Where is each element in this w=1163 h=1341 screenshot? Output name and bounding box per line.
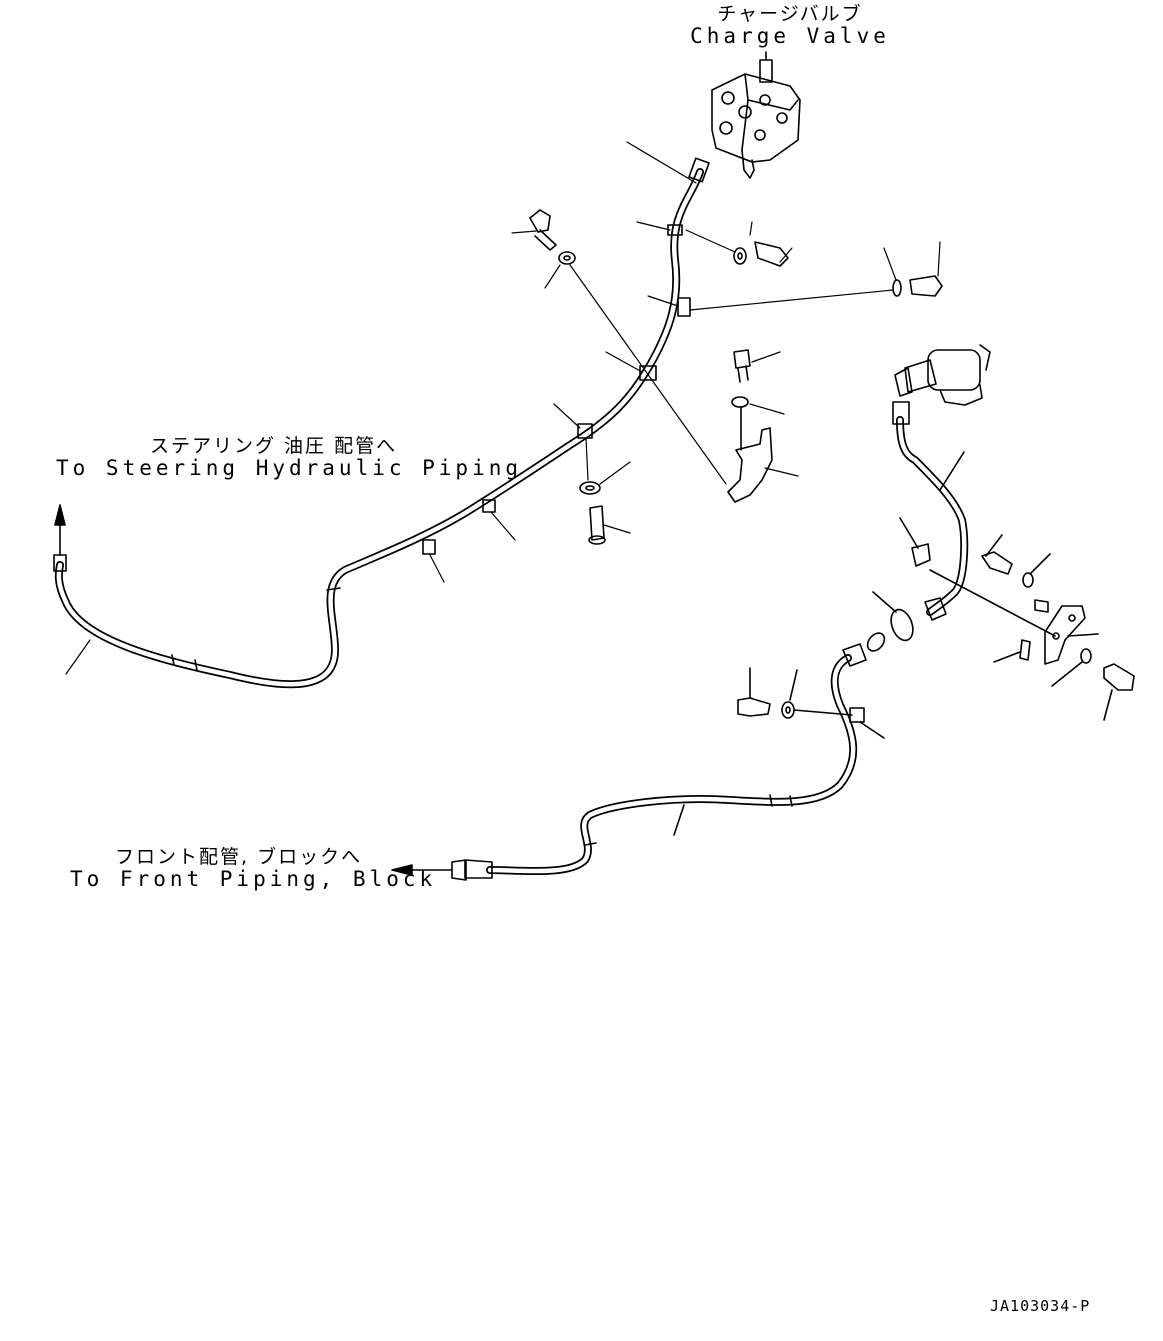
charge-valve-drawing [711,51,801,179]
front-label-en: To Front Piping, Block [70,867,437,891]
hose-clamps [422,224,691,555]
front-label-jp: フロント配管, ブロックへ [115,846,363,868]
front-arrow [391,864,453,876]
steering-label-en: To Steering Hydraulic Piping [56,456,523,480]
leader-lines [65,141,941,675]
charge-valve-label-jp: チャージバルブ [717,3,863,25]
front-hose [451,632,886,881]
bolts-and-washers [529,209,943,545]
hose-bracket [727,407,773,503]
pressure-sensor-drawing [894,344,991,406]
charge-valve-label-en: Charge Valve [690,24,890,48]
steering-hose [53,157,710,689]
drawing-code: JA103034-P [990,1297,1091,1315]
steering-label-jp: ステアリング 油圧 配管へ [150,435,398,457]
right-tube [892,401,969,621]
steering-arrow [54,504,66,556]
right-bracket [872,517,1135,721]
front-bolt-washer [673,667,885,836]
